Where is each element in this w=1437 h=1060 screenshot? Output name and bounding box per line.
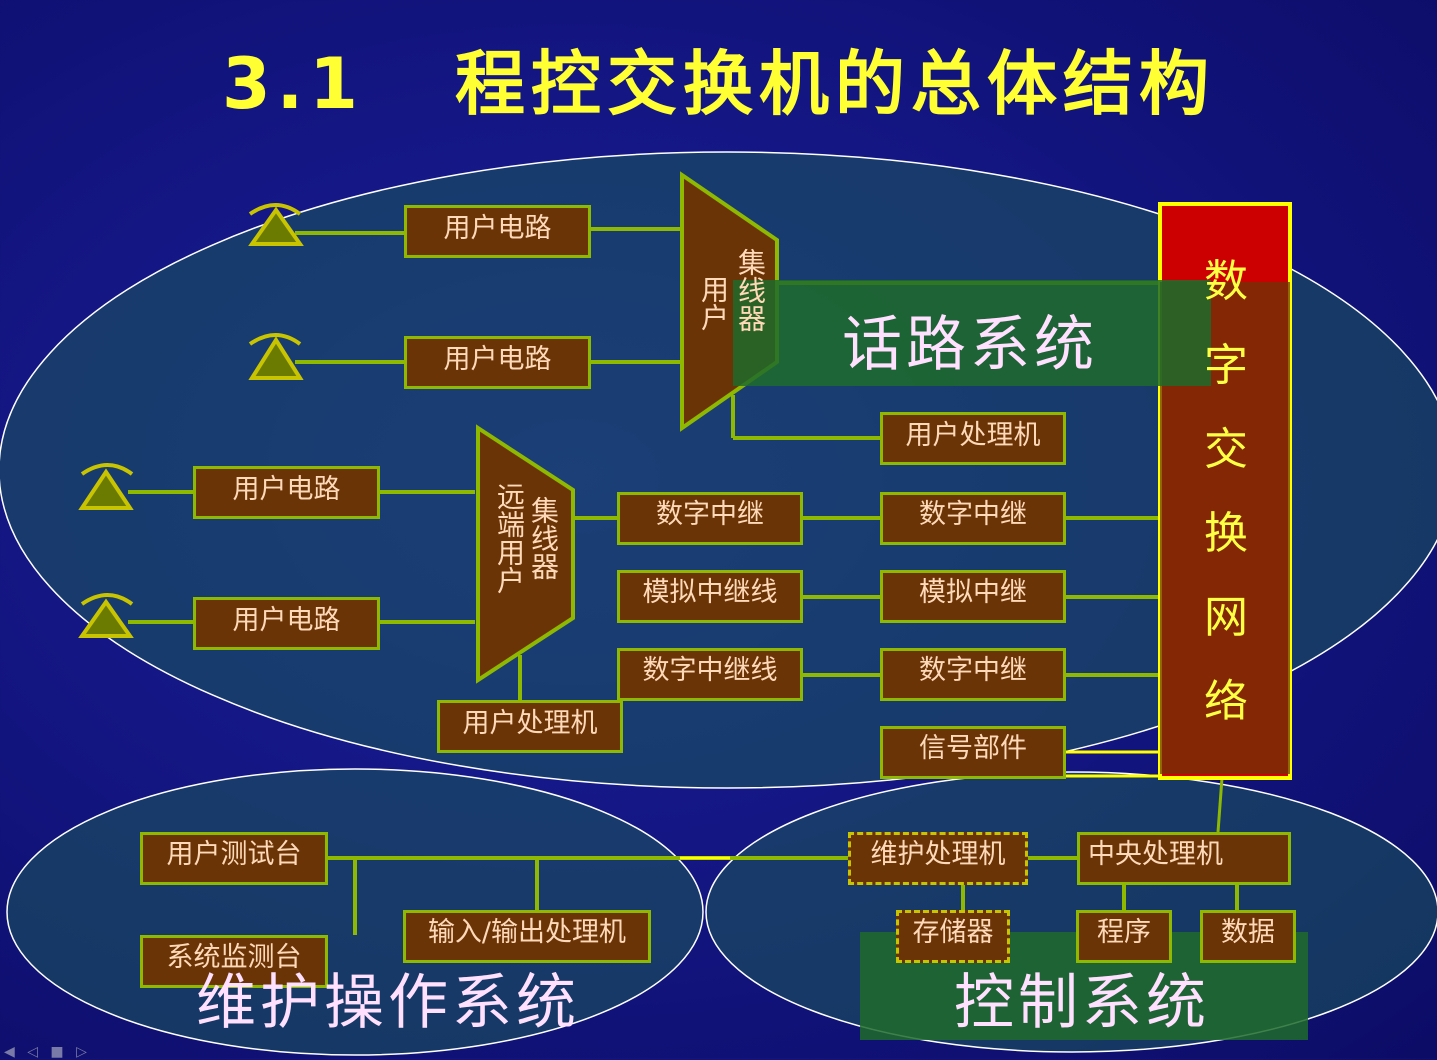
digital-trunk-box: 数字中继 [880, 492, 1066, 545]
slide-nav-icons[interactable]: ◀ ◁ ■ ▷ [4, 1044, 91, 1060]
analog-trunk-line-box: 模拟中继线 [617, 570, 803, 623]
memory-box: 存储器 [896, 910, 1010, 963]
user-concentrator-label-right: 集线器 [734, 248, 767, 332]
digital-trunk-box: 数字中继 [880, 648, 1066, 701]
speech-system-label: 话路系统 [842, 310, 1098, 380]
digital-switching-network-label: 数 字 交 换 网 络 [1204, 256, 1248, 727]
page-title: 3.1 程控交换机的总体结构 [221, 43, 1216, 125]
maintenance-system-label: 维护操作系统 [196, 968, 580, 1038]
user-circuit-box: 用户电路 [404, 205, 591, 258]
signal-unit-box: 信号部件 [880, 726, 1066, 779]
user-test-desk-box: 用户测试台 [140, 832, 328, 885]
telephone-icon [78, 593, 134, 638]
user-circuit-box: 用户电路 [193, 466, 380, 519]
remote-concentrator-label-right: 集线器 [527, 496, 560, 580]
control-system-label: 控制系统 [954, 968, 1210, 1038]
remote-concentrator-shape [476, 424, 575, 684]
user-circuit-box: 用户电路 [193, 597, 380, 650]
data-box: 数据 [1200, 910, 1296, 963]
telephone-icon [248, 203, 304, 246]
telephone-icon [78, 463, 134, 510]
program-box: 程序 [1076, 910, 1172, 963]
io-processor-box: 输入/输出处理机 [403, 910, 651, 963]
maintenance-processor-box: 维护处理机 [848, 832, 1028, 885]
remote-concentrator-label-left: 远端用户 [493, 482, 526, 594]
system-monitor-desk-box: 系统监测台 [140, 935, 328, 988]
user-processor-box: 用户处理机 [437, 700, 623, 753]
user-circuit-box: 用户电路 [404, 336, 591, 389]
user-concentrator-label-left: 用户 [697, 275, 730, 331]
digital-trunk-box: 数字中继 [617, 492, 803, 545]
bus-lines [680, 750, 1160, 860]
user-processor-box: 用户处理机 [880, 412, 1066, 465]
speech-label-plate [733, 280, 1211, 386]
central-processor-box: 中央处理机 [1077, 832, 1291, 885]
telephone-icon [248, 333, 304, 380]
digital-trunk-line-box: 数字中继线 [617, 648, 803, 701]
network-to-cpu-line [1216, 777, 1224, 833]
analog-trunk-box: 模拟中继 [880, 570, 1066, 623]
